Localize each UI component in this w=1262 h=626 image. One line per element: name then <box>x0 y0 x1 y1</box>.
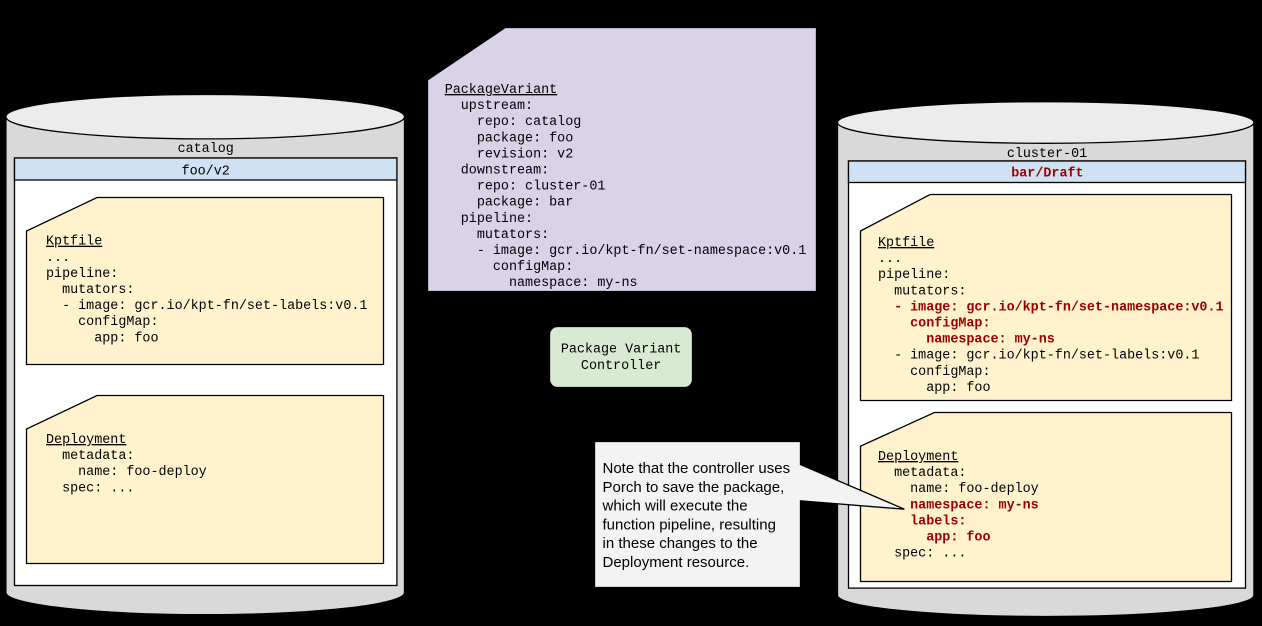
svg-text:pipeline:: pipeline: <box>46 267 118 282</box>
svg-text:name: foo-deploy: name: foo-deploy <box>46 465 207 480</box>
svg-text:Porch to save the package,: Porch to save the package, <box>603 479 785 496</box>
svg-text:Deployment resource.: Deployment resource. <box>603 554 750 571</box>
svg-text:Deployment: Deployment <box>46 433 126 448</box>
svg-text:- image: gcr.io/kpt-fn/set-lab: - image: gcr.io/kpt-fn/set-labels:v0.1 <box>878 349 1199 364</box>
svg-text:mutators:: mutators: <box>46 283 134 298</box>
svg-text:configMap:: configMap: <box>878 317 991 332</box>
svg-text:app: foo: app: foo <box>878 381 991 396</box>
svg-text:revision: v2: revision: v2 <box>445 147 574 162</box>
svg-text:PackageVariant: PackageVariant <box>445 83 558 98</box>
svg-text:package: bar: package: bar <box>445 196 574 211</box>
svg-text:downstream:: downstream: <box>445 164 549 179</box>
svg-text:Package Variant: Package Variant <box>561 343 682 358</box>
svg-text:app: foo: app: foo <box>878 531 991 546</box>
svg-text:pipeline:: pipeline: <box>878 268 950 283</box>
svg-text:spec: ...: spec: ... <box>46 481 134 496</box>
svg-text:Deployment: Deployment <box>878 450 958 465</box>
svg-text:app: foo: app: foo <box>46 331 159 346</box>
svg-text:foo/v2: foo/v2 <box>182 165 230 180</box>
svg-text:- image: gcr.io/kpt-fn/set-nam: - image: gcr.io/kpt-fn/set-namespace:v0.… <box>878 300 1224 315</box>
svg-text:- image: gcr.io/kpt-fn/set-lab: - image: gcr.io/kpt-fn/set-labels:v0.1 <box>46 299 367 314</box>
svg-text:Note that the controller uses: Note that the controller uses <box>603 460 791 477</box>
svg-text:cluster-01: cluster-01 <box>1007 147 1087 162</box>
svg-text:Kptfile: Kptfile <box>878 236 934 251</box>
svg-text:...: ... <box>46 251 70 266</box>
svg-text:metadata:: metadata: <box>46 449 134 464</box>
svg-text:namespace: my-ns: namespace: my-ns <box>445 276 638 291</box>
svg-text:mutators:: mutators: <box>878 284 966 299</box>
svg-text:metadata:: metadata: <box>878 466 966 481</box>
svg-text:function pipeline, resulting: function pipeline, resulting <box>603 516 776 533</box>
svg-text:spec: ...: spec: ... <box>878 547 966 562</box>
svg-text:which will execute the: which will execute the <box>602 498 748 515</box>
svg-text:configMap:: configMap: <box>878 365 991 380</box>
svg-text:repo: cluster-01: repo: cluster-01 <box>445 180 606 195</box>
svg-text:in these changes to the: in these changes to the <box>603 535 758 552</box>
svg-text:namespace: my-ns: namespace: my-ns <box>878 333 1055 348</box>
svg-text:repo: catalog: repo: catalog <box>445 115 582 130</box>
svg-text:configMap:: configMap: <box>445 260 574 275</box>
svg-text:Kptfile: Kptfile <box>46 235 102 250</box>
svg-text:- image: gcr.io/kpt-fn/set-nam: - image: gcr.io/kpt-fn/set-namespace:v0.… <box>445 244 807 259</box>
svg-text:bar/Draft: bar/Draft <box>1011 167 1083 182</box>
svg-text:pipeline:: pipeline: <box>445 212 533 227</box>
svg-text:catalog: catalog <box>178 142 234 157</box>
svg-text:upstream:: upstream: <box>445 99 533 114</box>
svg-text:configMap:: configMap: <box>46 315 159 330</box>
svg-text:labels:: labels: <box>878 514 966 529</box>
svg-text:name: foo-deploy: name: foo-deploy <box>878 482 1039 497</box>
svg-text:...: ... <box>878 252 902 267</box>
svg-text:Controller: Controller <box>581 359 661 374</box>
svg-text:mutators:: mutators: <box>445 228 549 243</box>
svg-text:namespace: my-ns: namespace: my-ns <box>878 498 1039 513</box>
svg-text:package: foo: package: foo <box>445 131 574 146</box>
